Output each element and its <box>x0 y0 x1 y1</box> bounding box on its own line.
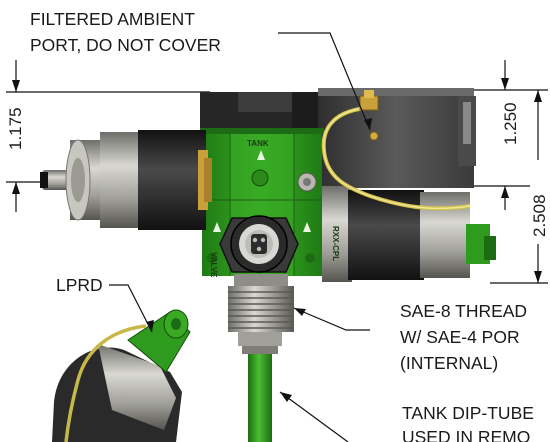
marking-valve: VALVE <box>209 252 218 278</box>
right-gray-box <box>318 88 476 188</box>
lprd-tube <box>64 324 147 442</box>
dim-right-height: 1.250 <box>501 102 520 145</box>
dimension-right <box>470 60 548 284</box>
callout-dip-line2: USED IN REMO <box>402 427 531 442</box>
left-solenoid <box>40 130 212 230</box>
dimension-left <box>6 60 210 212</box>
dim-left-height: 1.175 <box>6 107 25 150</box>
marking-rxx: RXX-CPL <box>331 226 340 261</box>
lprd-device <box>52 309 191 442</box>
callout-ambient-line2: PORT, DO NOT COVER <box>30 35 221 55</box>
leader-lines <box>109 32 372 442</box>
callout-ambient-line1: FILTERED AMBIENT <box>30 9 195 29</box>
callout-sae-line3: (INTERNAL) <box>400 353 499 373</box>
callout-sae-line2: W/ SAE-4 POR <box>400 327 520 347</box>
dim-overall-height: 2.508 <box>530 194 549 237</box>
callout-lprd: LPRD <box>56 275 103 295</box>
dip-tube <box>248 354 272 442</box>
right-solenoid <box>322 186 496 282</box>
callout-sae-line1: SAE-8 THREAD <box>400 301 528 321</box>
ambient-port-fitting <box>359 90 379 141</box>
electrical-connector <box>219 215 299 273</box>
marking-tank: TANK <box>247 139 269 148</box>
upper-housing <box>200 92 322 132</box>
sae-threaded-port <box>228 274 294 354</box>
callout-dip-line1: TANK DIP-TUBE <box>402 403 534 423</box>
